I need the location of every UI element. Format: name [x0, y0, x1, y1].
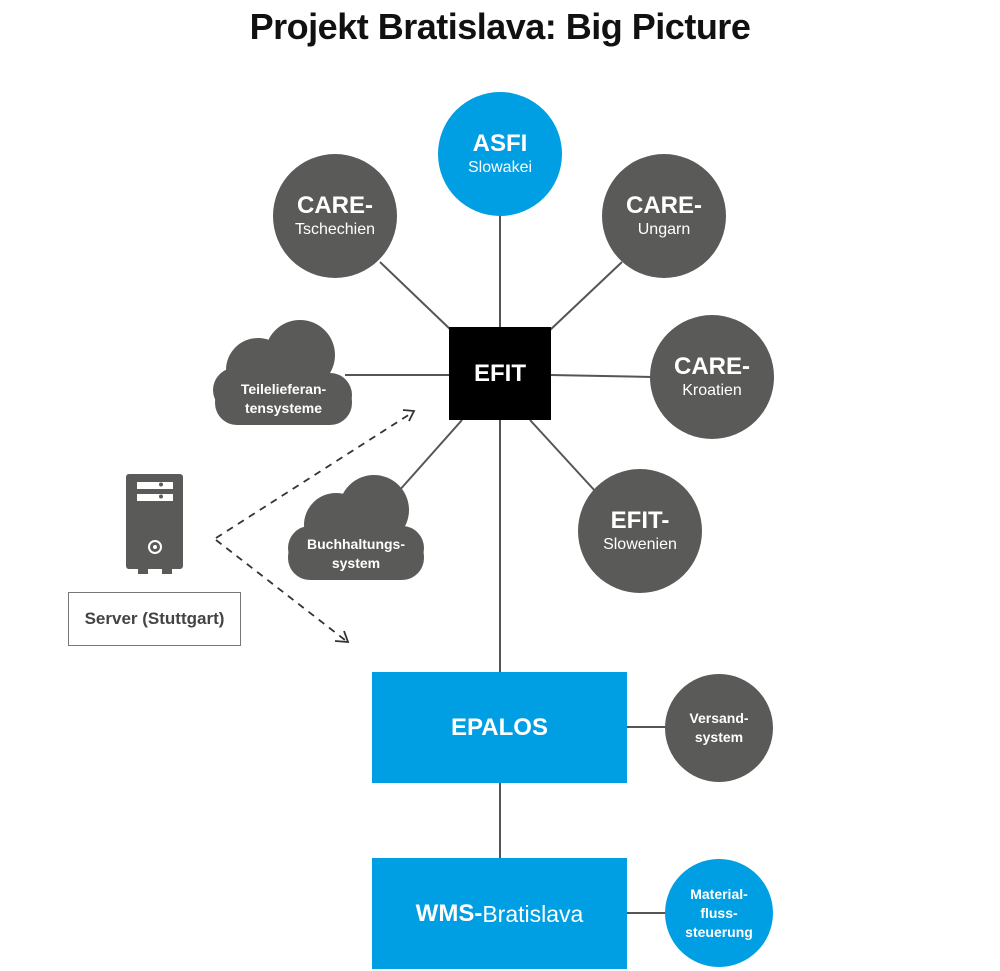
efit-hub-node: EFIT	[449, 327, 551, 420]
materialflusssteuerung-node: Material- fluss- steuerung	[665, 859, 773, 967]
efit-slowenien-subtitle: Slowenien	[603, 536, 677, 553]
asfi-node: ASFI Slowakei	[438, 92, 562, 216]
buchhaltung-cloud-label: Buchhaltungs- system	[288, 535, 424, 573]
efit-hub-label: EFIT	[474, 359, 526, 387]
connector-efit-care-hu	[548, 261, 623, 332]
buch-line-1: Buchhaltungs-	[307, 536, 405, 552]
cloud-icon	[213, 320, 352, 425]
asfi-subtitle: Slowakei	[467, 159, 533, 176]
buch-line-2: system	[331, 555, 381, 571]
asfi-title: ASFI	[472, 130, 528, 157]
material-line-1: Material-	[690, 885, 748, 902]
wms-label-regular: Bratislava	[482, 900, 584, 927]
care-kroatien-node: CARE- Kroatien	[650, 315, 774, 439]
epalos-label: EPALOS	[451, 713, 548, 741]
versandsystem-node: Versand- system	[665, 674, 773, 782]
diagram-title: Projekt Bratislava: Big Picture	[249, 6, 751, 47]
server-label-box: Server (Stuttgart)	[68, 592, 241, 646]
connector-efit-care-hr	[549, 374, 653, 378]
care-tschechien-subtitle: Tschechien	[294, 221, 376, 238]
connector-efit-buch	[397, 419, 463, 493]
teile-line-2: tensysteme	[244, 400, 323, 416]
material-line-3: steuerung	[685, 923, 753, 940]
cloud-icon	[288, 475, 424, 580]
care-tschechien-node: CARE- Tschechien	[273, 154, 397, 278]
teilelieferanten-cloud-label: Teilelieferan- tensysteme	[215, 380, 352, 418]
connector-efit-care-cz	[379, 261, 453, 332]
dashed-arrow-to-epalos	[215, 539, 346, 641]
material-line-2: fluss-	[700, 904, 738, 921]
care-ungarn-node: CARE- Ungarn	[602, 154, 726, 278]
care-ungarn-title: CARE-	[626, 192, 702, 219]
server-tower-icon	[126, 474, 183, 574]
efit-slowenien-node: EFIT- Slowenien	[578, 469, 702, 593]
arrowhead-to-epalos	[334, 630, 350, 644]
wms-bratislava-node: WMS-Bratislava	[372, 858, 627, 969]
epalos-node: EPALOS	[372, 672, 627, 783]
care-ungarn-subtitle: Ungarn	[637, 221, 691, 238]
versand-line-2: system	[694, 729, 744, 745]
care-kroatien-subtitle: Kroatien	[682, 382, 742, 399]
care-kroatien-title: CARE-	[674, 353, 750, 380]
efit-slowenien-title: EFIT-	[610, 507, 670, 534]
care-tschechien-title: CARE-	[297, 192, 373, 219]
connector-efit-efit-si	[529, 419, 597, 493]
arrowhead-to-efit	[402, 409, 416, 422]
teile-line-1: Teilelieferan-	[240, 381, 327, 397]
wms-label-bold: WMS-	[415, 899, 483, 927]
versand-line-1: Versand-	[689, 710, 749, 726]
